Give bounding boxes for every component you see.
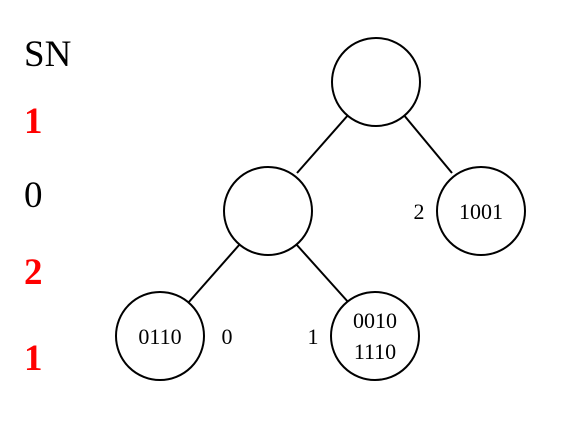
internal-node [223,166,313,256]
edge-internal-leaf-left [187,243,241,304]
leaf-right-side-label: 2 [414,199,425,224]
leaf-mid-side-label: 1 [308,324,319,349]
sn-value-4: 1 [24,338,43,379]
edge-root-leaf-right [402,113,453,174]
sn-header: SN [24,34,71,75]
leaf-left-side-label: 0 [222,324,233,349]
leaf-node-right [436,166,526,256]
root-node [331,37,421,127]
leaf-left-value: 0110 [138,324,181,349]
edge-internal-leaf-mid [295,243,350,304]
leaf-right-value: 1001 [459,199,503,224]
sn-value-1: 1 [24,101,43,142]
edge-root-internal [296,113,350,174]
sn-value-3: 2 [24,252,43,293]
leaf-mid-value-line-1: 0010 [353,308,397,333]
sn-value-2: 0 [24,175,43,216]
leaf-node-left [115,291,205,381]
leaf-mid-value-line-2: 1110 [354,339,396,364]
leaf-node-mid [330,291,420,381]
